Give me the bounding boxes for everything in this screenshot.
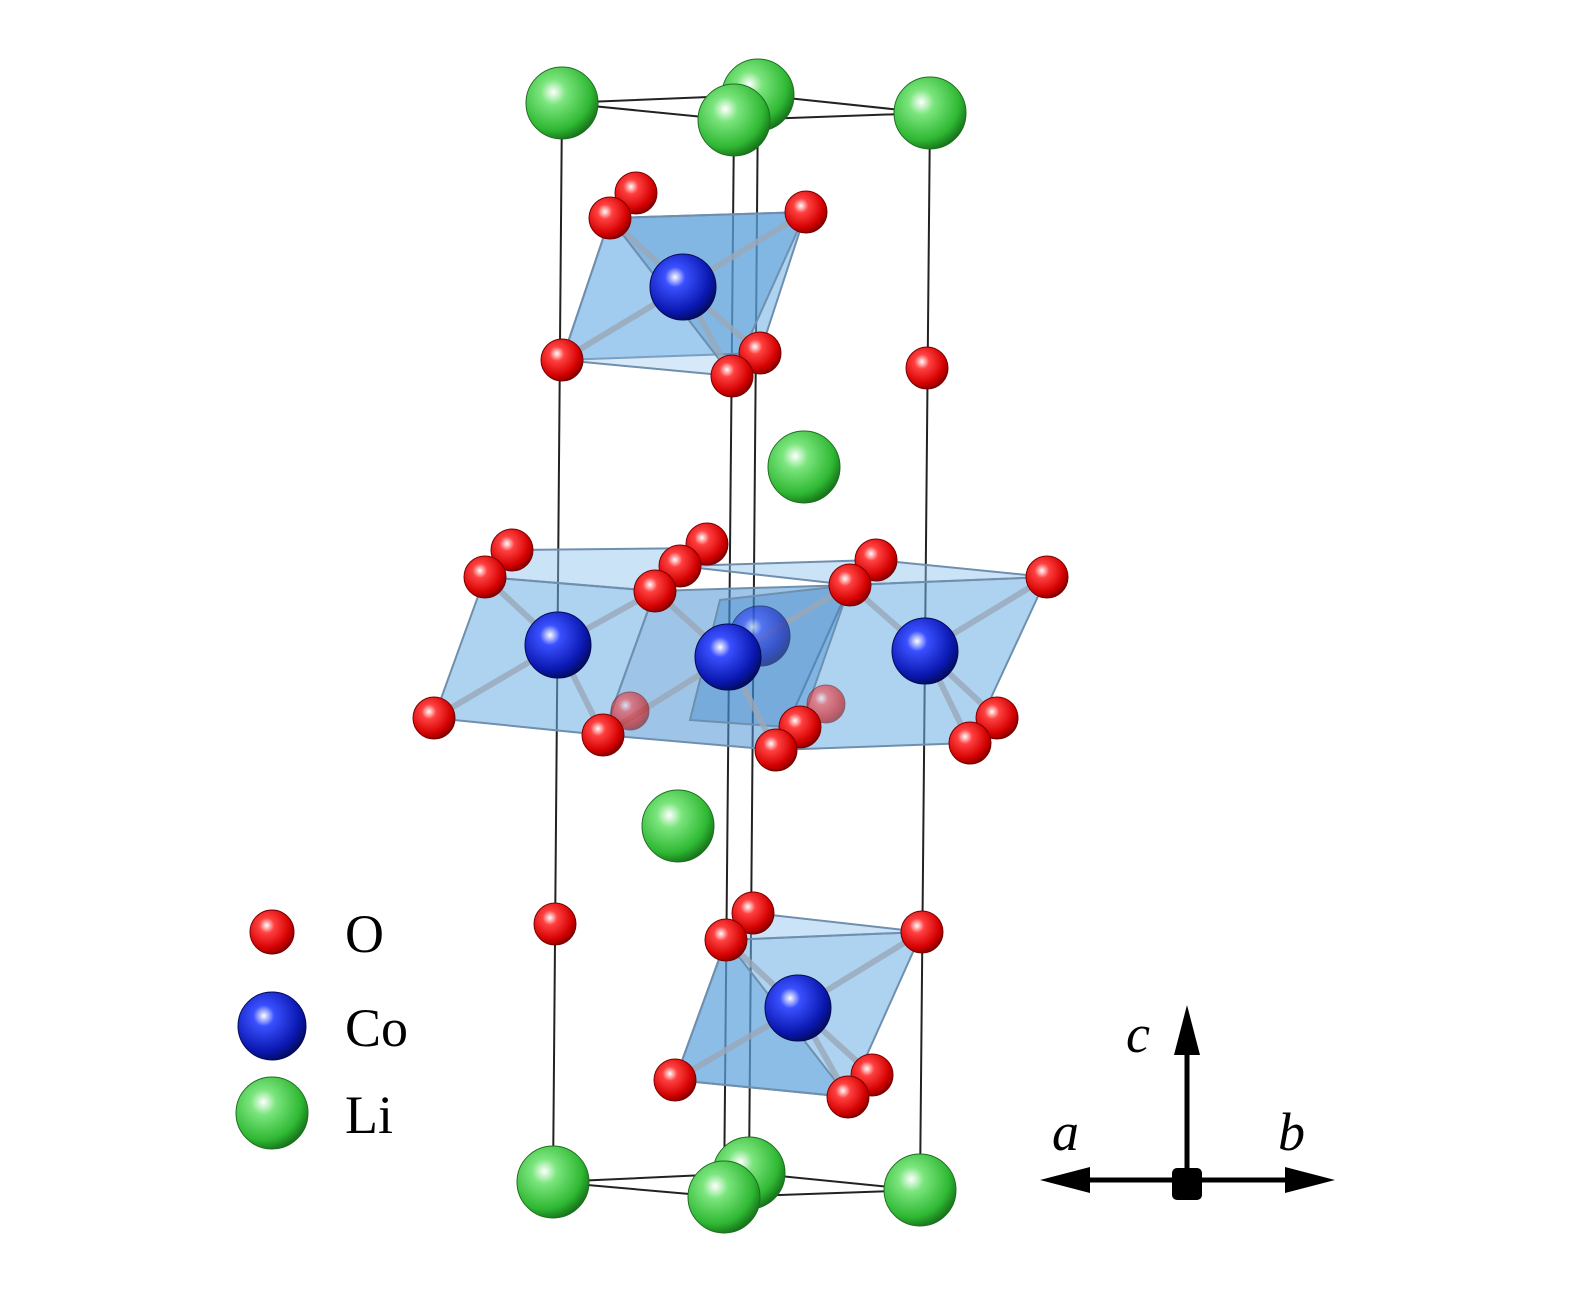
li-atom [893,76,967,150]
o-atom [731,891,775,935]
o-atom [826,1075,870,1119]
li-atom [697,83,771,157]
legend-co-label: Co [345,998,408,1058]
o-atom [975,696,1019,740]
li-atom [641,789,715,863]
o-atom [948,721,992,765]
o-atom [588,196,632,240]
o-atom [905,346,949,390]
co-atom [764,974,832,1042]
o-atom [412,696,456,740]
b-axis-label: b [1278,1102,1305,1162]
o-atom [581,713,625,757]
axis-indicator: c a b [1040,1004,1335,1200]
legend-o-label: O [345,904,384,964]
o-atom [540,338,584,382]
o-atom [710,354,754,398]
o-atom [1025,555,1069,599]
o-atom [784,190,828,234]
li-atom [525,66,599,140]
legend: O Co Li [235,904,408,1150]
o-atom [653,1058,697,1102]
legend-li-swatch-icon [235,1076,309,1150]
li-atom [687,1160,761,1234]
oxygen-atoms [412,171,1069,1119]
co-atom [524,611,592,679]
o-atom [463,555,507,599]
co-atom [891,617,959,685]
o-atom [490,528,534,572]
o-atom [610,691,650,731]
o-atom [828,563,872,607]
co-atom [694,623,762,691]
axis-origin-icon [1172,1168,1202,1200]
b-axis-arrow-icon [1285,1167,1335,1193]
a-axis-label: a [1052,1102,1079,1162]
c-axis-label: c [1126,1004,1150,1064]
li-atom [767,430,841,504]
o-atom [738,331,782,375]
o-atom [633,569,677,613]
o-atom [704,918,748,962]
lithium-atoms [516,58,967,1234]
legend-o-swatch-icon [249,909,295,955]
a-axis-arrow-icon [1040,1167,1090,1193]
li-atom [883,1153,957,1227]
legend-co-swatch-icon [237,991,307,1061]
o-atom [533,902,577,946]
o-atom [754,728,798,772]
li-atom [516,1145,590,1219]
cobalt-atoms [524,253,959,1042]
co-atom [649,253,717,321]
o-atom [900,910,944,954]
c-axis-arrow-icon [1174,1005,1200,1055]
legend-li-label: Li [345,1085,393,1145]
